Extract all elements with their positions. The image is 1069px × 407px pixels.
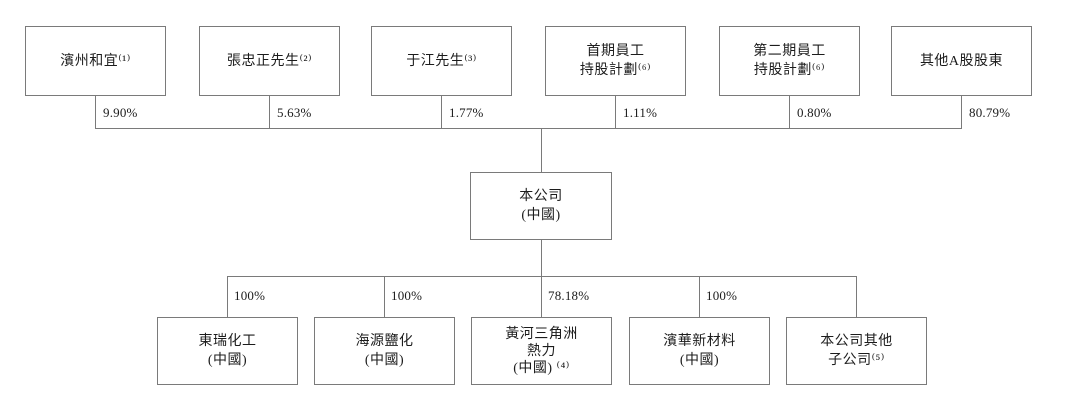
- subsidiary-box-haiyuan-salt: 海源鹽化 (中國): [314, 317, 455, 385]
- shareholder-label: 持股計劃⁽⁶⁾: [753, 63, 826, 78]
- connector-bus-horizontal-bottom: [227, 276, 857, 277]
- ownership-percent-label: 1.77%: [449, 105, 484, 120]
- shareholder-box-second-esop: 第二期員工 持股計劃⁽⁶⁾: [719, 26, 860, 96]
- subsidiary-box-dongrui-chemical: 東瑞化工 (中國): [157, 317, 298, 385]
- shareholder-label: 于江先生⁽³⁾: [406, 53, 477, 69]
- connector-stub-vertical: [615, 96, 616, 128]
- connector-stub-vertical: [856, 276, 857, 317]
- shareholder-label: 張忠正先生⁽²⁾: [226, 53, 313, 69]
- subsidiary-label: 子公司⁽⁵⁾: [828, 353, 885, 368]
- company-label: 本公司: [519, 189, 563, 204]
- connector-stub-vertical: [95, 96, 96, 128]
- subsidiary-label: 黃河三角洲: [505, 326, 578, 342]
- ownership-percent-label: 100%: [706, 288, 738, 303]
- connector-stub-vertical: [269, 96, 270, 128]
- shareholder-box-zhang-zhongzheng: 張忠正先生⁽²⁾: [199, 26, 340, 96]
- subsidiary-box-binhua-new-materials: 濱華新材料 (中國): [629, 317, 770, 385]
- company-label: (中國): [521, 208, 561, 223]
- ownership-percent-label: 78.18%: [548, 288, 590, 303]
- subsidiary-label: (中國) ⁽⁴⁾: [513, 360, 570, 376]
- subsidiary-box-yellow-river-delta-thermal: 黃河三角洲 熱力 (中國) ⁽⁴⁾: [471, 317, 612, 385]
- subsidiary-label: 海源鹽化: [355, 334, 414, 349]
- shareholder-box-yu-jiang: 于江先生⁽³⁾: [371, 26, 512, 96]
- connector-stub-vertical: [961, 96, 962, 128]
- connector-drop-to-company: [541, 128, 542, 172]
- ownership-percent-label: 5.63%: [277, 105, 312, 120]
- subsidiary-label: 濱華新材料: [663, 334, 736, 349]
- subsidiary-label: (中國): [207, 353, 248, 368]
- shareholder-box-other-a-share-holders: 其他A股股東: [891, 26, 1032, 96]
- ownership-percent-label: 9.90%: [103, 105, 138, 120]
- shareholder-label: 其他A股股東: [919, 53, 1004, 69]
- connector-stub-vertical: [441, 96, 442, 128]
- subsidiary-label: 東瑞化工: [198, 334, 257, 349]
- shareholder-box-binzhou-heyi: 濱州和宜⁽¹⁾: [25, 26, 166, 96]
- shareholder-label: 首期員工: [586, 44, 645, 59]
- subsidiary-box-other-subsidiaries: 本公司其他 子公司⁽⁵⁾: [786, 317, 927, 385]
- subsidiary-label: (中國): [364, 353, 405, 368]
- ownership-percent-label: 100%: [234, 288, 266, 303]
- ownership-percent-label: 0.80%: [797, 105, 832, 120]
- shareholder-label: 持股計劃⁽⁶⁾: [579, 63, 652, 78]
- subsidiary-label: (中國): [679, 353, 720, 368]
- company-box: 本公司 (中國): [470, 172, 612, 240]
- connector-stub-vertical: [384, 276, 385, 317]
- connector-stub-vertical: [227, 276, 228, 317]
- subsidiary-label: 熱力: [527, 343, 556, 359]
- shareholder-label: 第二期員工: [753, 44, 826, 59]
- subsidiary-label: 本公司其他: [820, 334, 893, 349]
- ownership-percent-label: 80.79%: [969, 105, 1011, 120]
- ownership-percent-label: 100%: [391, 288, 423, 303]
- shareholder-label: 濱州和宜⁽¹⁾: [60, 53, 131, 69]
- connector-stub-vertical: [699, 276, 700, 317]
- connector-stub-vertical: [789, 96, 790, 128]
- connector-bus-horizontal-top: [95, 128, 962, 129]
- shareholder-box-first-esop: 首期員工 持股計劃⁽⁶⁾: [545, 26, 686, 96]
- connector-drop-from-company: [541, 240, 542, 317]
- ownership-percent-label: 1.11%: [623, 105, 658, 120]
